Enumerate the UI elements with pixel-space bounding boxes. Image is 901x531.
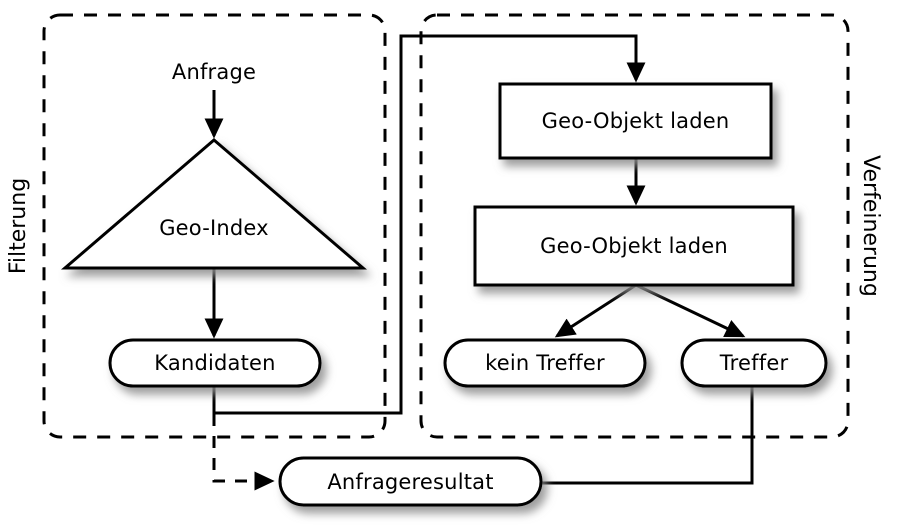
edge-geo-objekt-laden-2-to-kein-treffer <box>554 283 637 338</box>
node-shape-geo-objekt-laden-2 <box>473 205 795 287</box>
node-shape-anfrageresultat <box>278 456 543 507</box>
node-label-kein-treffer: kein Treffer <box>485 351 605 375</box>
node-label-treffer: Treffer <box>719 351 789 375</box>
edge-kandidaten-to-geo-objekt-laden-1 <box>212 34 646 415</box>
node-shape-kandidaten <box>108 338 322 388</box>
node-label-geo-objekt-laden-2: Geo-Objekt laden <box>540 234 728 258</box>
node-shape-kein-treffer <box>443 338 647 388</box>
node-shape-geo-objekt-laden-1 <box>498 82 773 160</box>
node-label-geo-index: Geo-Index <box>159 216 269 240</box>
node-label-geo-objekt-laden-1: Geo-Objekt laden <box>541 109 730 133</box>
group-box-filterung <box>42 13 387 439</box>
group-label-filterung: Filterung <box>5 177 31 275</box>
node-label-anfrage: Anfrage <box>171 60 257 84</box>
group-box-verfeinerung <box>419 13 850 439</box>
node-shape-geo-index <box>60 138 368 270</box>
node-label-anfrageresultat: Anfrageresultat <box>327 470 494 494</box>
edge-kandidaten-to-anfrageresultat <box>212 392 275 491</box>
group-label-verfeinerung: Verfeinerung <box>858 155 884 297</box>
edge-geo-objekt-laden-2-to-treffer <box>635 283 746 338</box>
edge-treffer-to-anfrageresultat <box>541 385 754 485</box>
node-shape-treffer <box>680 338 828 388</box>
node-label-kandidaten: Kandidaten <box>154 351 276 375</box>
